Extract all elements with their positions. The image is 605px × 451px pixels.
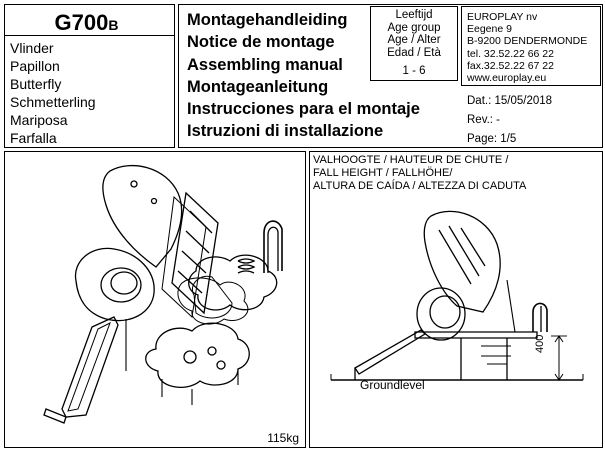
manual-titles: Montagehandleiding Notice de montage Ass… [187, 9, 420, 143]
side-elevation-drawing [330, 210, 584, 381]
age-label-en: Age group [387, 21, 441, 34]
manual-title-nl: Montagehandleiding [187, 11, 348, 29]
company-fax: fax.32.52.22 67 22 [467, 59, 554, 72]
groundlevel-label: Groundlevel [360, 378, 425, 392]
company-box [461, 6, 601, 86]
age-group: Leeftijd Age group Age / Alter Edad / Et… [372, 9, 456, 78]
product-name-fr: Papillon [10, 58, 60, 74]
model-code-suffix: B [108, 17, 119, 33]
product-names: Vlinder Papillon Butterfly Schmetterling… [10, 39, 96, 147]
document-page: Page: 1/5 [467, 133, 517, 145]
side-drawing-box [309, 151, 603, 448]
company-website: www.europlay.eu [467, 72, 547, 85]
company-info: EUROPLAY nv Eegene 9 B-9200 DENDERMONDE … [467, 11, 587, 84]
manual-title-es: Instrucciones para el montaje [187, 100, 420, 119]
platform-right [188, 254, 278, 311]
model-name-divider [4, 35, 175, 36]
fall-height-line-2: FALL HEIGHT / FALLHÖHE/ [313, 167, 453, 179]
document-date: Dat.: 15/05/2018 [467, 95, 553, 107]
side-slide [354, 329, 427, 375]
platform-centre [145, 322, 250, 388]
manual-title-de: Montageanleitung [187, 77, 329, 96]
age-group-box [370, 6, 458, 81]
side-platform [414, 331, 538, 339]
slide [61, 316, 119, 418]
model-code: G700B [0, 10, 173, 36]
product-name-es: Mariposa [10, 112, 68, 128]
platform-rear [177, 277, 249, 325]
age-label-nl: Leeftijd [395, 9, 433, 21]
side-wing [423, 210, 501, 313]
fall-height-line-3: ALTURA DE CAÍDA / ALTEZZA DI CADUTA [313, 180, 527, 192]
wing-upper [102, 164, 183, 268]
side-handle [532, 302, 548, 332]
document-revision: Rev.: - [467, 114, 501, 126]
age-label-es-it: Edad / Età [387, 46, 441, 59]
manual-title-fr: Notice de montage [187, 33, 335, 52]
manual-title-en: Assembling manual [187, 55, 343, 74]
fall-height-heading: VALHOOGTE / HAUTEUR DE CHUTE / FALL HEIG… [313, 154, 526, 193]
document-meta: Dat.: 15/05/2018 Rev.: - Page: 1/5 [467, 92, 552, 149]
wing-lower [74, 247, 155, 322]
platform-left [192, 275, 233, 319]
fall-height-value: 400 [534, 334, 546, 353]
main-drawing-box [4, 151, 306, 448]
isometric-drawing [43, 164, 283, 424]
company-name: EUROPLAY nv [467, 11, 538, 23]
company-street: Eegene 9 [467, 23, 512, 36]
climbing-frame [171, 191, 219, 315]
weight-label: 115kg [267, 431, 299, 445]
product-name-it: Farfalla [10, 130, 57, 146]
product-name-nl: Vlinder [10, 40, 54, 56]
handle-pole [263, 220, 283, 273]
product-name-de: Schmetterling [10, 94, 96, 110]
spring-coil [237, 258, 256, 274]
age-range: 1 - 6 [402, 65, 426, 78]
model-box [4, 4, 175, 148]
company-city: B-9200 DENDERMONDE [467, 35, 588, 48]
fall-height-line-1: VALHOOGTE / HAUTEUR DE CHUTE / [313, 154, 509, 166]
age-label-fr-de: Age / Alter [387, 34, 441, 47]
side-porthole [416, 287, 466, 341]
product-name-en: Butterfly [10, 76, 62, 92]
company-phone: tel. 32.52.22 66 22 [467, 47, 554, 60]
model-code-number: G700 [54, 10, 109, 35]
manual-title-it: Istruzioni di installazione [187, 122, 384, 141]
